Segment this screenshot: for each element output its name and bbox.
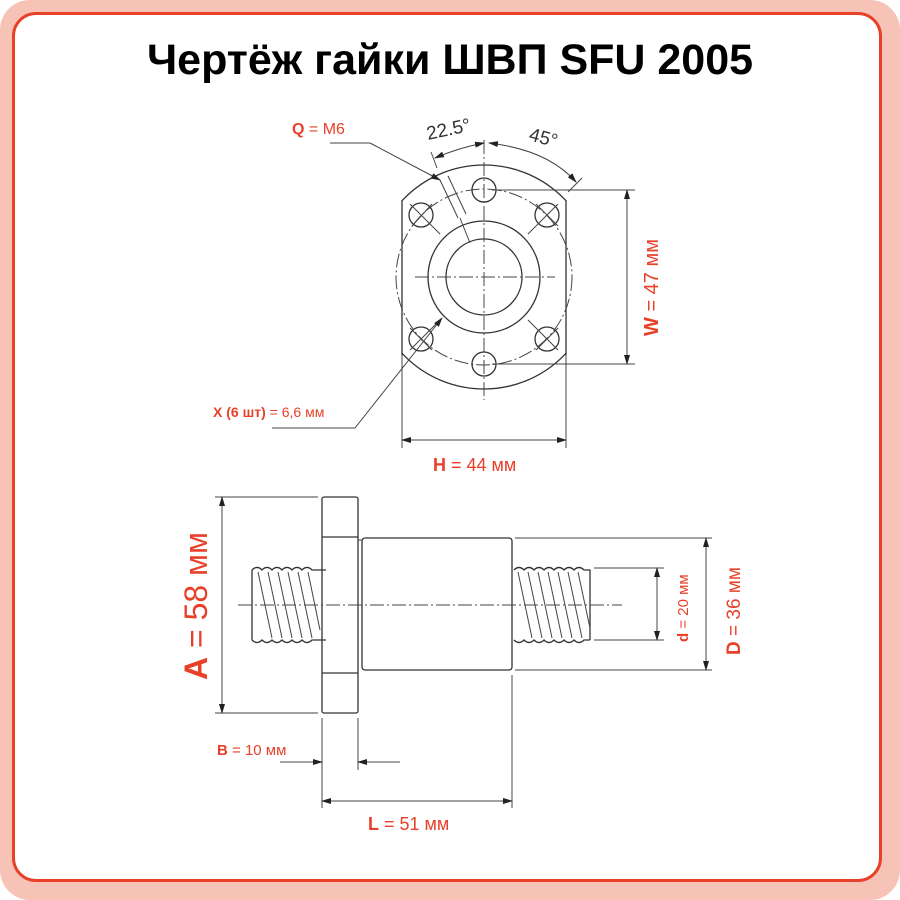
front-view: 22.5° 45° Q = M6 X (6 шт) = 6,6 мм H = 4…	[213, 115, 663, 475]
grease-port	[439, 175, 471, 244]
b-dimension-label: B = 10 мм	[217, 742, 286, 759]
a-dimension-label: A = 58 мм	[178, 532, 214, 680]
side-view: A = 58 мм d = 20 мм D = 36 мм B = 10 мм …	[178, 496, 745, 834]
w-dimension-label: W = 47 мм	[641, 239, 663, 336]
page-title: Чертёж гайки ШВП SFU 2005	[146, 36, 754, 84]
angle-22-5-label: 22.5°	[425, 115, 473, 145]
h-dimension-label: H = 44 мм	[433, 455, 516, 475]
big-d-dimension-label: D = 36 мм	[724, 567, 745, 655]
q-thread-label: Q = M6	[292, 121, 345, 138]
x-holes-label: X (6 шт) = 6,6 мм	[213, 404, 324, 420]
angle-45-label: 45°	[527, 125, 560, 153]
nut-body	[361, 537, 513, 671]
l-dimension-label: L = 51 мм	[368, 814, 449, 834]
d-dimension-label: d = 20 мм	[675, 574, 692, 642]
